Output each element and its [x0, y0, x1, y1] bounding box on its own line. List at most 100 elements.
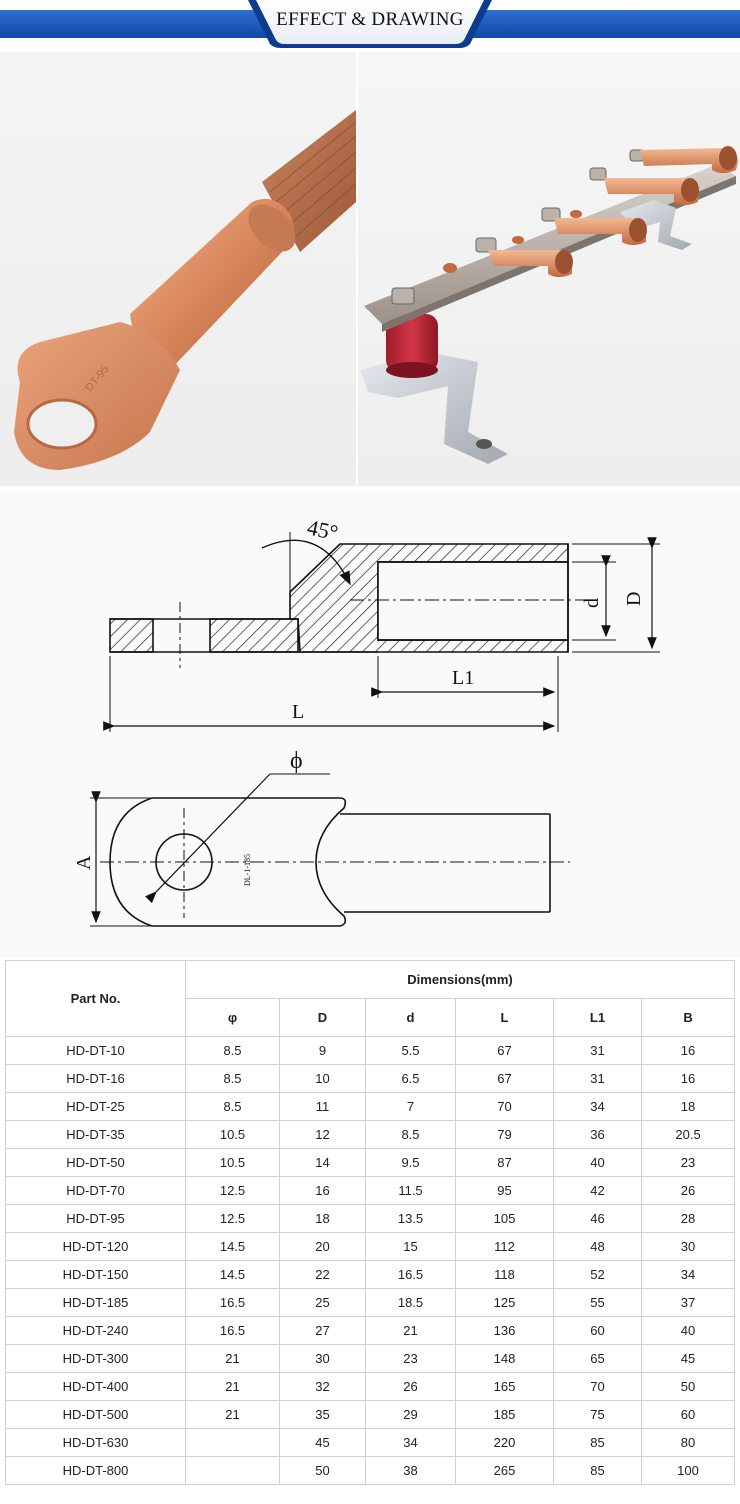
dimension-cell: 35: [279, 1400, 366, 1429]
dimension-cell: 14.5: [185, 1232, 280, 1261]
dimension-cell: 67: [455, 1036, 554, 1065]
dimension-cell: 5.5: [365, 1036, 456, 1065]
dimension-cell: 37: [640, 1288, 736, 1317]
dimension-cell: 80: [640, 1428, 736, 1457]
dimension-cell: 10.5: [185, 1148, 280, 1177]
dimension-cell: 55: [553, 1288, 642, 1317]
dimension-cell: 26: [640, 1176, 736, 1205]
column-header: L: [455, 998, 554, 1037]
part-number-cell: HD-DT-50: [5, 1148, 186, 1177]
dimension-cell: 29: [365, 1400, 456, 1429]
part-number-cell: HD-DT-16: [5, 1064, 186, 1093]
dimension-cell: 20: [279, 1232, 366, 1261]
part-number-cell: HD-DT-25: [5, 1092, 186, 1121]
part-number-cell: HD-DT-120: [5, 1232, 186, 1261]
dimension-cell: 34: [365, 1428, 456, 1457]
dimension-cell: 16: [279, 1176, 366, 1205]
dimension-cell: 48: [553, 1232, 642, 1261]
copper-lug-illustration: DT-95: [14, 110, 356, 470]
dimension-cell: 10.5: [185, 1120, 280, 1149]
part-number-cell: HD-DT-500: [5, 1400, 186, 1429]
part-number-cell: HD-DT-400: [5, 1372, 186, 1401]
column-header: L1: [553, 998, 642, 1037]
dimension-cell: 9: [279, 1036, 366, 1065]
dimension-cell: 30: [640, 1232, 736, 1261]
technical-drawing: 45° d D L1 L ϕ A DL-1-185: [0, 492, 740, 958]
dimension-cell: 85: [553, 1428, 642, 1457]
dimension-cell: 125: [455, 1288, 554, 1317]
dimension-cell: 16.5: [185, 1288, 280, 1317]
dimension-cell: 85: [553, 1456, 642, 1485]
column-header: d: [365, 998, 456, 1037]
dimension-cell: 148: [455, 1344, 554, 1373]
dimension-cell: 12.5: [185, 1176, 280, 1205]
dimension-cell: 118: [455, 1260, 554, 1289]
dimension-cell: 70: [553, 1372, 642, 1401]
photo-busbar-assembly: [358, 52, 740, 486]
part-number-cell: HD-DT-630: [5, 1428, 186, 1457]
dimension-cell: 112: [455, 1232, 554, 1261]
column-header: B: [640, 998, 736, 1037]
column-header: φ: [185, 998, 280, 1037]
dimension-cell: 50: [640, 1372, 736, 1401]
header-part-no: Part No.: [5, 960, 186, 1037]
dimension-cell: 42: [553, 1176, 642, 1205]
dimension-cell: 21: [365, 1316, 456, 1345]
dimension-cell: 31: [553, 1064, 642, 1093]
dimension-cell: 11.5: [365, 1176, 456, 1205]
dimension-cell: 21: [185, 1400, 280, 1429]
dimension-cell: 8.5: [365, 1120, 456, 1149]
section-banner: EFFECT & DRAWING: [0, 0, 740, 50]
dimension-cell: 46: [553, 1204, 642, 1233]
banner-title: EFFECT & DRAWING: [276, 9, 464, 30]
part-number-cell: HD-DT-70: [5, 1176, 186, 1205]
dimension-cell: 185: [455, 1400, 554, 1429]
dimension-cell: 8.5: [185, 1092, 280, 1121]
lug-stamp: DL-1-185: [243, 854, 252, 886]
part-number-cell: HD-DT-35: [5, 1120, 186, 1149]
dimension-cell: 105: [455, 1204, 554, 1233]
dimension-cell: [185, 1456, 280, 1485]
dimension-cell: 21: [185, 1344, 280, 1373]
dimension-cell: 265: [455, 1456, 554, 1485]
dimension-cell: 31: [553, 1036, 642, 1065]
dimension-cell: 18.5: [365, 1288, 456, 1317]
dimension-cell: 32: [279, 1372, 366, 1401]
dimension-cell: 79: [455, 1120, 554, 1149]
dimension-cell: 50: [279, 1456, 366, 1485]
dimension-cell: 23: [365, 1344, 456, 1373]
dim-label-A: A: [73, 855, 95, 870]
dimension-cell: 220: [455, 1428, 554, 1457]
dim-label-L1: L1: [452, 667, 474, 689]
dimension-cell: 26: [365, 1372, 456, 1401]
dimension-cell: 8.5: [185, 1036, 280, 1065]
dimension-cell: 15: [365, 1232, 456, 1261]
dimension-cell: 21: [185, 1372, 280, 1401]
banner-background: [0, 0, 740, 48]
dimension-cell: 9.5: [365, 1148, 456, 1177]
dimension-cell: 18: [279, 1204, 366, 1233]
dimension-cell: 38: [365, 1456, 456, 1485]
part-number-cell: HD-DT-95: [5, 1204, 186, 1233]
dimension-cell: 11: [279, 1092, 366, 1121]
dimension-cell: 60: [553, 1316, 642, 1345]
dimension-cell: 16.5: [365, 1260, 456, 1289]
dimension-cell: 34: [553, 1092, 642, 1121]
lug-dimension-drawing: 45° d D L1 L ϕ A DL-1-185: [73, 514, 660, 927]
